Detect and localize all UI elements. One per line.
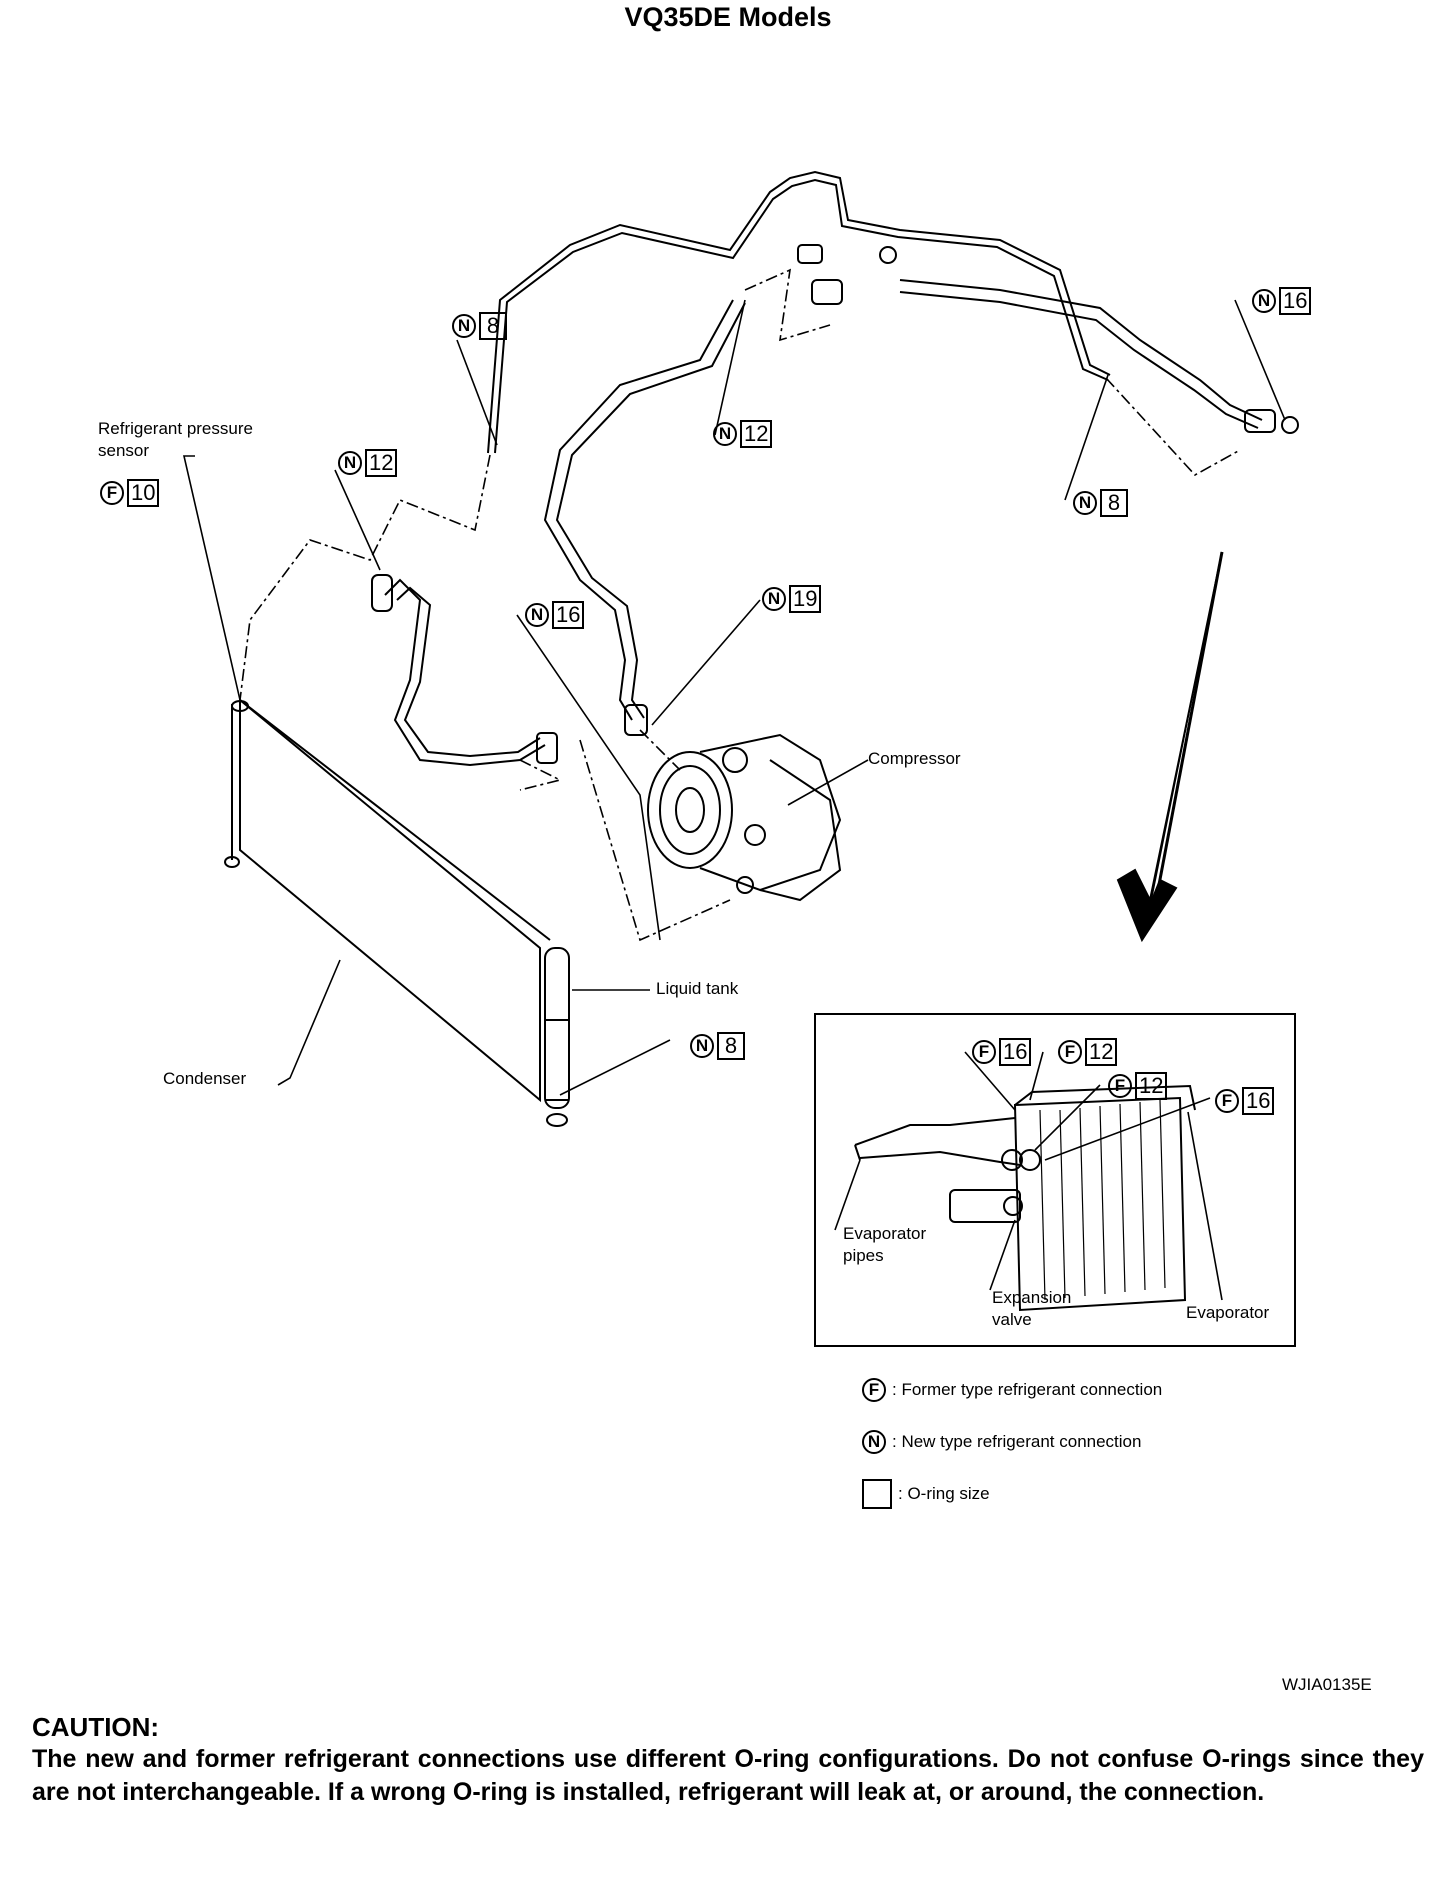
evaporator-pipe <box>899 279 1263 421</box>
connection-type-symbol: F <box>972 1040 996 1064</box>
label-line: valve <box>992 1310 1032 1329</box>
connection-marker: N 8 <box>452 310 507 342</box>
connection-marker: N 8 <box>690 1030 745 1062</box>
connection-marker: F 12 <box>1108 1070 1168 1102</box>
oring-size: 8 <box>1100 489 1128 517</box>
legend: F : Former type refrigerant connection N… <box>862 1374 1162 1510</box>
label-line: sensor <box>98 441 150 460</box>
connection-type-symbol: N <box>1073 491 1097 515</box>
figure-id: WJIA0135E <box>1282 1675 1372 1694</box>
oring-size: 19 <box>789 585 822 613</box>
connection-type-symbol: F <box>1215 1089 1239 1113</box>
oring-size: 12 <box>740 420 773 448</box>
page-title: VQ35DE Models <box>624 2 832 32</box>
connection-marker: F 12 <box>1058 1036 1118 1068</box>
legend-new: N : New type refrigerant connection <box>862 1426 1162 1458</box>
connection-marker: F 10 <box>100 477 160 509</box>
expansion-valve-label: Expansion valve <box>992 1287 1071 1331</box>
arrow-to-inset <box>1116 551 1223 943</box>
fitting <box>536 732 558 764</box>
connection-marker: N 8 <box>1073 487 1128 519</box>
oring-size-symbol <box>862 1479 892 1509</box>
legend-former: F : Former type refrigerant connection <box>862 1374 1162 1406</box>
evaporator-label: Evaporator <box>1186 1303 1270 1322</box>
oring-size: 16 <box>999 1038 1032 1066</box>
connection-marker: N 16 <box>525 599 585 631</box>
compressor-body <box>624 704 842 902</box>
oring-size: 12 <box>365 449 398 477</box>
fitting <box>797 244 823 264</box>
legend-former-text: : Former type refrigerant connection <box>892 1380 1163 1399</box>
connection-marker: N 16 <box>1252 285 1312 317</box>
liquid-tank-label: Liquid tank <box>656 979 739 998</box>
label-line: Evaporator <box>843 1224 927 1243</box>
refrigerant-pressure-sensor-label: Refrigerant pressure sensor <box>98 418 253 462</box>
evaporator-drawing <box>854 1084 1196 1312</box>
fitting <box>811 279 843 305</box>
connection-marker: N 12 <box>713 418 773 450</box>
evaporator-pipes-label: Evaporator pipes <box>843 1223 926 1267</box>
fitting <box>1281 416 1299 434</box>
connection-marker: N 19 <box>762 583 822 615</box>
connection-type-symbol: F <box>100 481 124 505</box>
caution-text: The new and former refrigerant connectio… <box>32 1745 1424 1806</box>
fitting <box>1244 409 1276 433</box>
oring-size: 10 <box>127 479 160 507</box>
fitting <box>371 574 393 612</box>
connection-type-symbol: N <box>713 422 737 446</box>
liquid-hose <box>384 578 546 767</box>
new-type-symbol: N <box>862 1430 886 1454</box>
oring-size: 16 <box>1279 287 1312 315</box>
connection-type-symbol: N <box>452 314 476 338</box>
connection-marker: N 12 <box>338 447 398 479</box>
evaporator-inset-box <box>814 1013 1296 1347</box>
condenser-label: Condenser <box>163 1069 247 1088</box>
oring-size: 12 <box>1135 1072 1168 1100</box>
connection-marker: F 16 <box>1215 1085 1275 1117</box>
connection-type-symbol: N <box>762 587 786 611</box>
condenser-body <box>224 697 551 1103</box>
liquid-tank-body <box>544 947 570 1127</box>
oring-size: 8 <box>717 1032 745 1060</box>
connection-type-symbol: N <box>525 603 549 627</box>
former-type-symbol: F <box>862 1378 886 1402</box>
legend-new-text: : New type refrigerant connection <box>892 1432 1142 1451</box>
compressor-label: Compressor <box>868 749 961 768</box>
label-line: Refrigerant pressure <box>98 419 253 438</box>
connection-type-symbol: N <box>690 1034 714 1058</box>
connection-type-symbol: F <box>1058 1040 1082 1064</box>
caution-heading: CAUTION: <box>32 1712 160 1742</box>
fitting <box>879 246 897 264</box>
discharge-hose <box>543 299 734 721</box>
legend-oring-text: : O-ring size <box>898 1484 990 1503</box>
oring-size: 8 <box>479 312 507 340</box>
label-line: pipes <box>843 1246 884 1265</box>
connection-type-symbol: N <box>1252 289 1276 313</box>
oring-size: 16 <box>1242 1087 1275 1115</box>
legend-oring: : O-ring size <box>862 1478 1162 1510</box>
connection-type-symbol: F <box>1108 1074 1132 1098</box>
connection-type-symbol: N <box>338 451 362 475</box>
oring-size: 16 <box>552 601 585 629</box>
oring-size: 12 <box>1085 1038 1118 1066</box>
label-line: Expansion <box>992 1288 1072 1307</box>
connection-marker: F 16 <box>972 1036 1032 1068</box>
upper-pipe <box>487 170 1111 454</box>
